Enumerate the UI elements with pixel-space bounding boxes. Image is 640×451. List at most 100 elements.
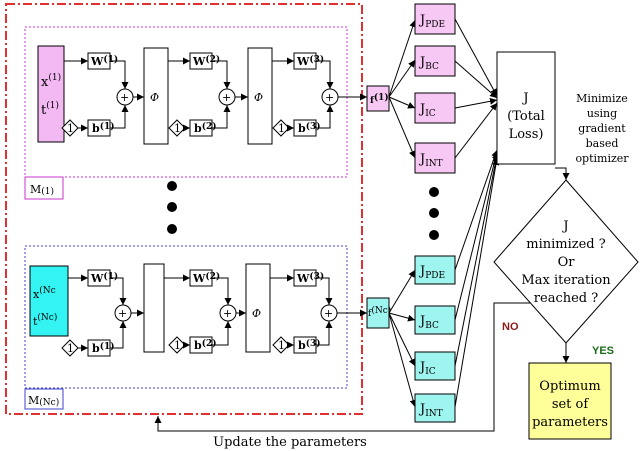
b2-top: b(2) bbox=[194, 121, 216, 135]
network-top-label: M(1) bbox=[30, 183, 54, 197]
input-box-top bbox=[37, 45, 65, 143]
one-bottom-1: 1 bbox=[67, 342, 74, 355]
input-t-bottom: t(Nc) bbox=[33, 312, 57, 328]
one-diamond-bottom-2 bbox=[168, 336, 186, 354]
loss-term-box bbox=[414, 393, 456, 423]
phi-box-bottom-2 bbox=[245, 263, 271, 353]
plus-top-3: + bbox=[325, 91, 334, 104]
network-top-label-box bbox=[24, 176, 64, 200]
loss-term-label: JIC bbox=[418, 360, 436, 377]
no-label: NO bbox=[502, 321, 519, 333]
input-x-top: x(1) bbox=[41, 72, 61, 90]
b3-bottom: b(3) bbox=[298, 338, 320, 352]
one-top-1: 1 bbox=[67, 122, 74, 135]
output-f-bottom-label: f(Nc) bbox=[368, 305, 391, 319]
minimize-note-line: gradient bbox=[578, 122, 626, 135]
loss-term-label: JPDE bbox=[418, 13, 445, 30]
decision-line4: Max iteration bbox=[521, 273, 611, 288]
network-top-frame bbox=[24, 26, 348, 178]
w1-bottom: W(1) bbox=[90, 271, 118, 285]
minimize-note-line: based bbox=[586, 137, 619, 150]
loss-term-label: JBC bbox=[418, 314, 439, 331]
one-top-2: 1 bbox=[174, 122, 181, 135]
loss-term-label: JBC bbox=[418, 55, 439, 72]
w2-top: W(2) bbox=[192, 54, 220, 68]
ellipsis-dot bbox=[429, 230, 439, 240]
optimum-line2: set of bbox=[552, 397, 590, 412]
decision-line2: minimized ? bbox=[526, 237, 605, 252]
w1-top: W(1) bbox=[90, 54, 118, 68]
one-top-3: 1 bbox=[278, 122, 285, 135]
w3-bottom: W(3) bbox=[296, 271, 324, 285]
minimize-note-line: using bbox=[587, 107, 617, 120]
input-x-bottom: x(Nc bbox=[33, 285, 56, 301]
one-diamond-top-2 bbox=[168, 119, 186, 137]
optimum-line1: Optimum bbox=[539, 379, 600, 394]
outer-dashdot-frame bbox=[5, 3, 363, 415]
plus-bottom-3: + bbox=[324, 307, 333, 320]
loss-term-box bbox=[414, 92, 456, 124]
total-loss-line2: (Total bbox=[507, 109, 545, 124]
loss-term-label: JINT bbox=[418, 402, 443, 419]
decision-line1: J bbox=[561, 219, 568, 234]
total-loss-line1: J bbox=[521, 91, 528, 106]
decision-line3: Or bbox=[558, 255, 576, 270]
output-f-top-label: f(1) bbox=[370, 92, 389, 106]
b2-bottom: b(2) bbox=[194, 338, 216, 352]
total-loss-line3: Loss) bbox=[509, 127, 544, 142]
network-bottom-label-box bbox=[24, 388, 64, 410]
network-bottom-label: M(Nc) bbox=[28, 394, 59, 408]
loss-term-box bbox=[414, 142, 456, 174]
plus-bottom-2: + bbox=[223, 307, 232, 320]
loss-term-box bbox=[414, 305, 456, 335]
update-feedback-path bbox=[154, 302, 530, 432]
ellipsis-dot bbox=[429, 208, 439, 218]
phi-box-bottom-1 bbox=[143, 263, 165, 353]
yes-label: YES bbox=[592, 345, 614, 357]
phi-box-top-1 bbox=[143, 47, 169, 145]
loss-terms-top: JPDE JBC JIC JINT bbox=[414, 3, 456, 174]
phi-top-2: Φ bbox=[254, 91, 263, 104]
input-t-top: t(1) bbox=[41, 100, 59, 118]
network-bottom-frame bbox=[24, 245, 348, 389]
plus-bottom-1: + bbox=[118, 307, 127, 320]
b1-top: b(1) bbox=[92, 121, 114, 135]
one-bottom-2: 1 bbox=[174, 339, 181, 352]
loss-term-box bbox=[414, 45, 456, 77]
one-bottom-3: 1 bbox=[278, 339, 285, 352]
network-bottom: x(Nc t(Nc) W(1) b(1) 1 + W(2) b(2) 1 + Φ… bbox=[29, 263, 367, 357]
input-box-bottom bbox=[29, 265, 69, 337]
loss-term-label: JINT bbox=[418, 152, 443, 169]
total-loss-box bbox=[496, 51, 556, 165]
one-diamond-top-3 bbox=[272, 119, 290, 137]
minimize-note-line: Minimize bbox=[576, 92, 628, 105]
one-diamond-top-1 bbox=[61, 119, 79, 137]
ellipsis-dot bbox=[167, 181, 177, 191]
loss-terms-bottom: JPDE JBC JIC JINT bbox=[414, 255, 456, 423]
plus-top-2: + bbox=[222, 91, 231, 104]
ellipsis-dot bbox=[167, 202, 177, 212]
w3-top: W(3) bbox=[296, 54, 324, 68]
b3-top: b(3) bbox=[298, 121, 320, 135]
update-label: Update the parameters bbox=[213, 435, 367, 450]
decision-line5: reached ? bbox=[534, 291, 598, 306]
ellipsis-dot bbox=[429, 187, 439, 197]
phi-box-top-2 bbox=[247, 47, 273, 145]
loss-term-label: JIC bbox=[418, 102, 436, 119]
one-diamond-bottom-3 bbox=[272, 336, 290, 354]
minimize-note-line: optimizer bbox=[575, 152, 629, 165]
loss-term-label: JPDE bbox=[418, 264, 445, 281]
output-f-top bbox=[366, 85, 390, 112]
phi-top-1: Φ bbox=[150, 91, 159, 104]
w2-bottom: W(2) bbox=[192, 271, 220, 285]
ellipsis-dot bbox=[167, 224, 177, 234]
optimum-box bbox=[528, 362, 612, 440]
phi-bottom-2: Φ bbox=[252, 307, 261, 320]
network-top: x(1) t(1) W(1) b(1) 1 + Φ W(2) b(2) 1 + bbox=[37, 45, 367, 145]
plus-top-1: + bbox=[120, 91, 129, 104]
one-diamond-bottom-1 bbox=[61, 339, 79, 357]
optimum-line3: parameters bbox=[532, 415, 608, 430]
b1-bottom: b(1) bbox=[92, 341, 114, 355]
